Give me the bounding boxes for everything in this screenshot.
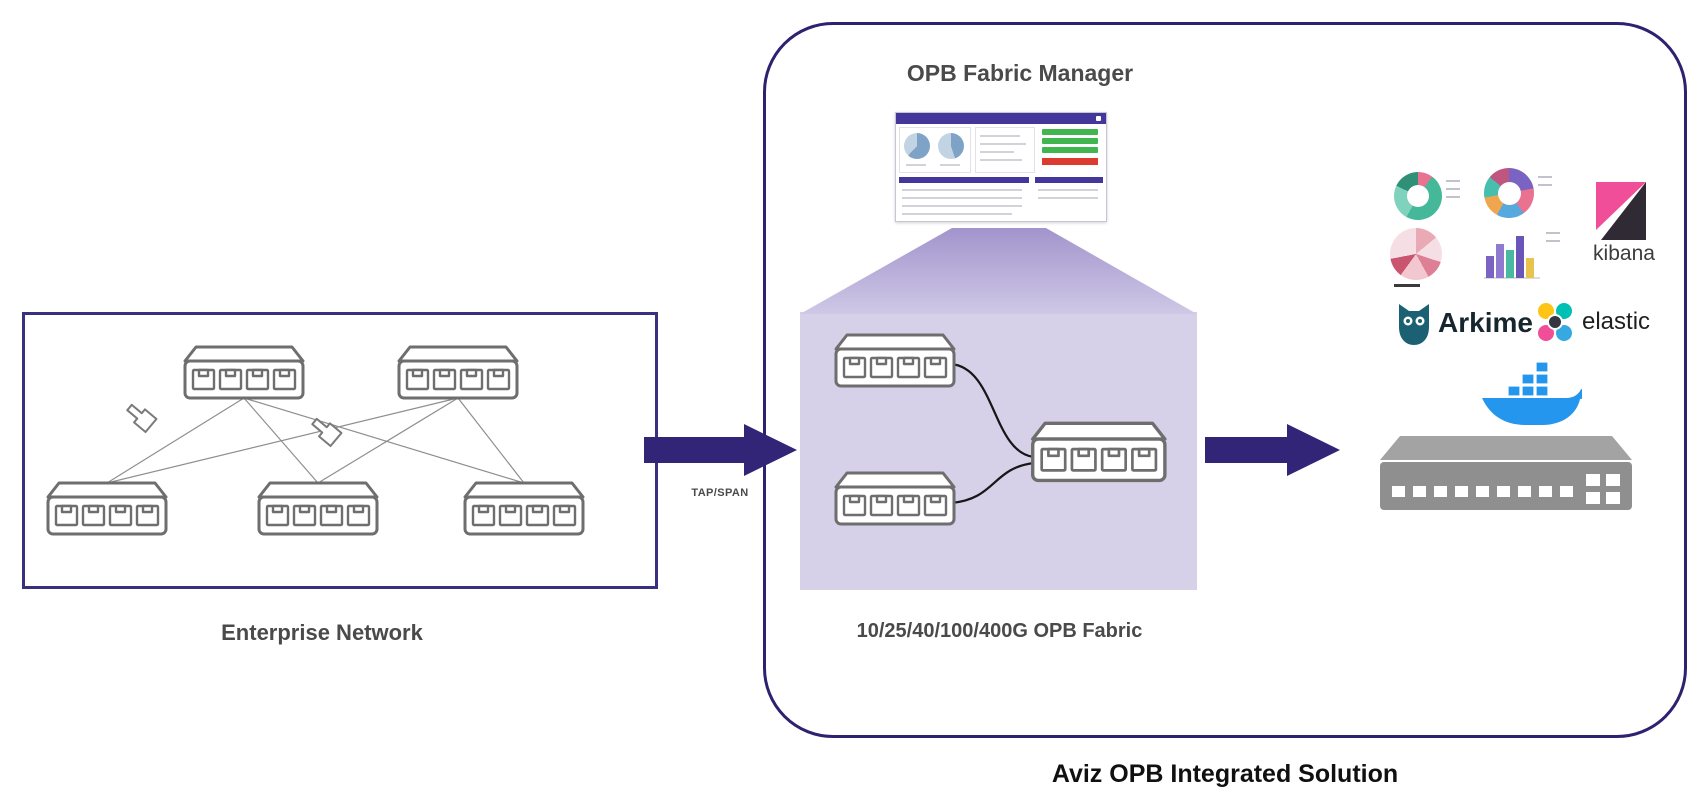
server-appliance-icon [1380,436,1632,510]
pie-chart-thumb [1390,228,1442,280]
fabric-link [950,461,1035,505]
mesh-links [106,397,525,484]
enterprise-network-label: Enterprise Network [221,620,423,645]
switch-icon [46,481,168,536]
switch-icon [257,481,379,536]
fabric-link [950,362,1035,459]
tap-span-label: TAP/SPAN [691,487,749,499]
cable-connector-icon [123,400,158,434]
enterprise-network-box [22,312,658,589]
donut-chart-thumb [1394,172,1442,220]
elastic-logo-icon [1536,301,1574,343]
enterprise-topology [46,345,585,536]
kibana-label: kibana [1593,242,1655,265]
solution-box [763,22,1687,738]
arkime-logo: Arkime [1396,300,1533,346]
switch-icon [463,481,585,536]
fabric-manager-label: OPB Fabric Manager [906,60,1134,86]
switch-icon [1031,421,1167,483]
elastic-logo: elastic [1534,300,1650,344]
switch-icon [834,471,956,526]
fabric-manager-dashboard-thumbnail [895,112,1107,222]
solution-title: Aviz OPB Integrated Solution [1051,760,1399,788]
kibana-logo-icon [1596,182,1646,240]
arkime-owl-icon [1399,304,1429,345]
switch-icon [397,345,519,400]
fabric-label: 10/25/40/100/400G OPB Fabric [856,620,1143,642]
switch-icon [183,345,305,400]
switch-icon [834,333,956,388]
arkime-label: Arkime [1438,307,1533,338]
elastic-label: elastic [1582,308,1651,335]
fabric-topology [834,333,1167,526]
donut-chart-thumb [1484,168,1534,218]
docker-whale-icon [1482,361,1582,425]
kibana-charts-thumbnail [1388,168,1568,290]
bar-chart-thumb [1484,236,1540,279]
